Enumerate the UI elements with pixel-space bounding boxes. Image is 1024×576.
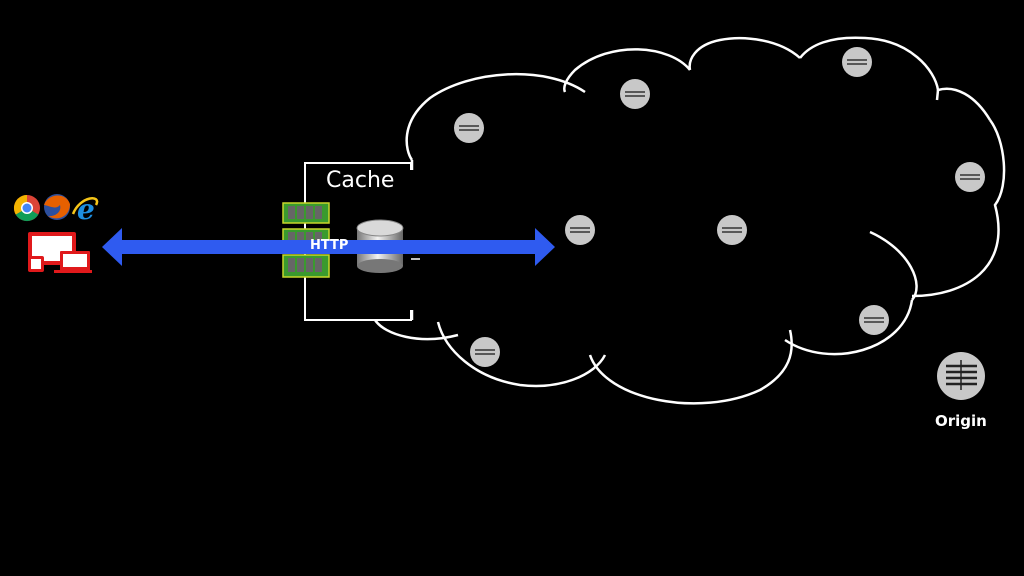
router-icon	[717, 215, 747, 245]
router-icon	[955, 162, 985, 192]
router-icon	[470, 337, 500, 367]
cdn-cloud	[373, 36, 1006, 405]
chrome-icon	[13, 194, 40, 222]
edge-nodes	[454, 47, 985, 367]
router-icon	[859, 305, 889, 335]
internet-explorer-icon: e	[71, 193, 99, 226]
router-icon	[620, 79, 650, 109]
devices-icon	[28, 232, 92, 273]
origin-server-icon	[937, 352, 985, 400]
origin-label: Origin	[935, 412, 987, 430]
cache-label: Cache	[326, 168, 395, 193]
firefox-icon	[44, 194, 70, 220]
router-icon	[565, 215, 595, 245]
http-arrow	[102, 228, 555, 266]
router-icon	[842, 47, 872, 77]
router-icon	[454, 113, 484, 143]
http-label: HTTP	[310, 238, 349, 253]
